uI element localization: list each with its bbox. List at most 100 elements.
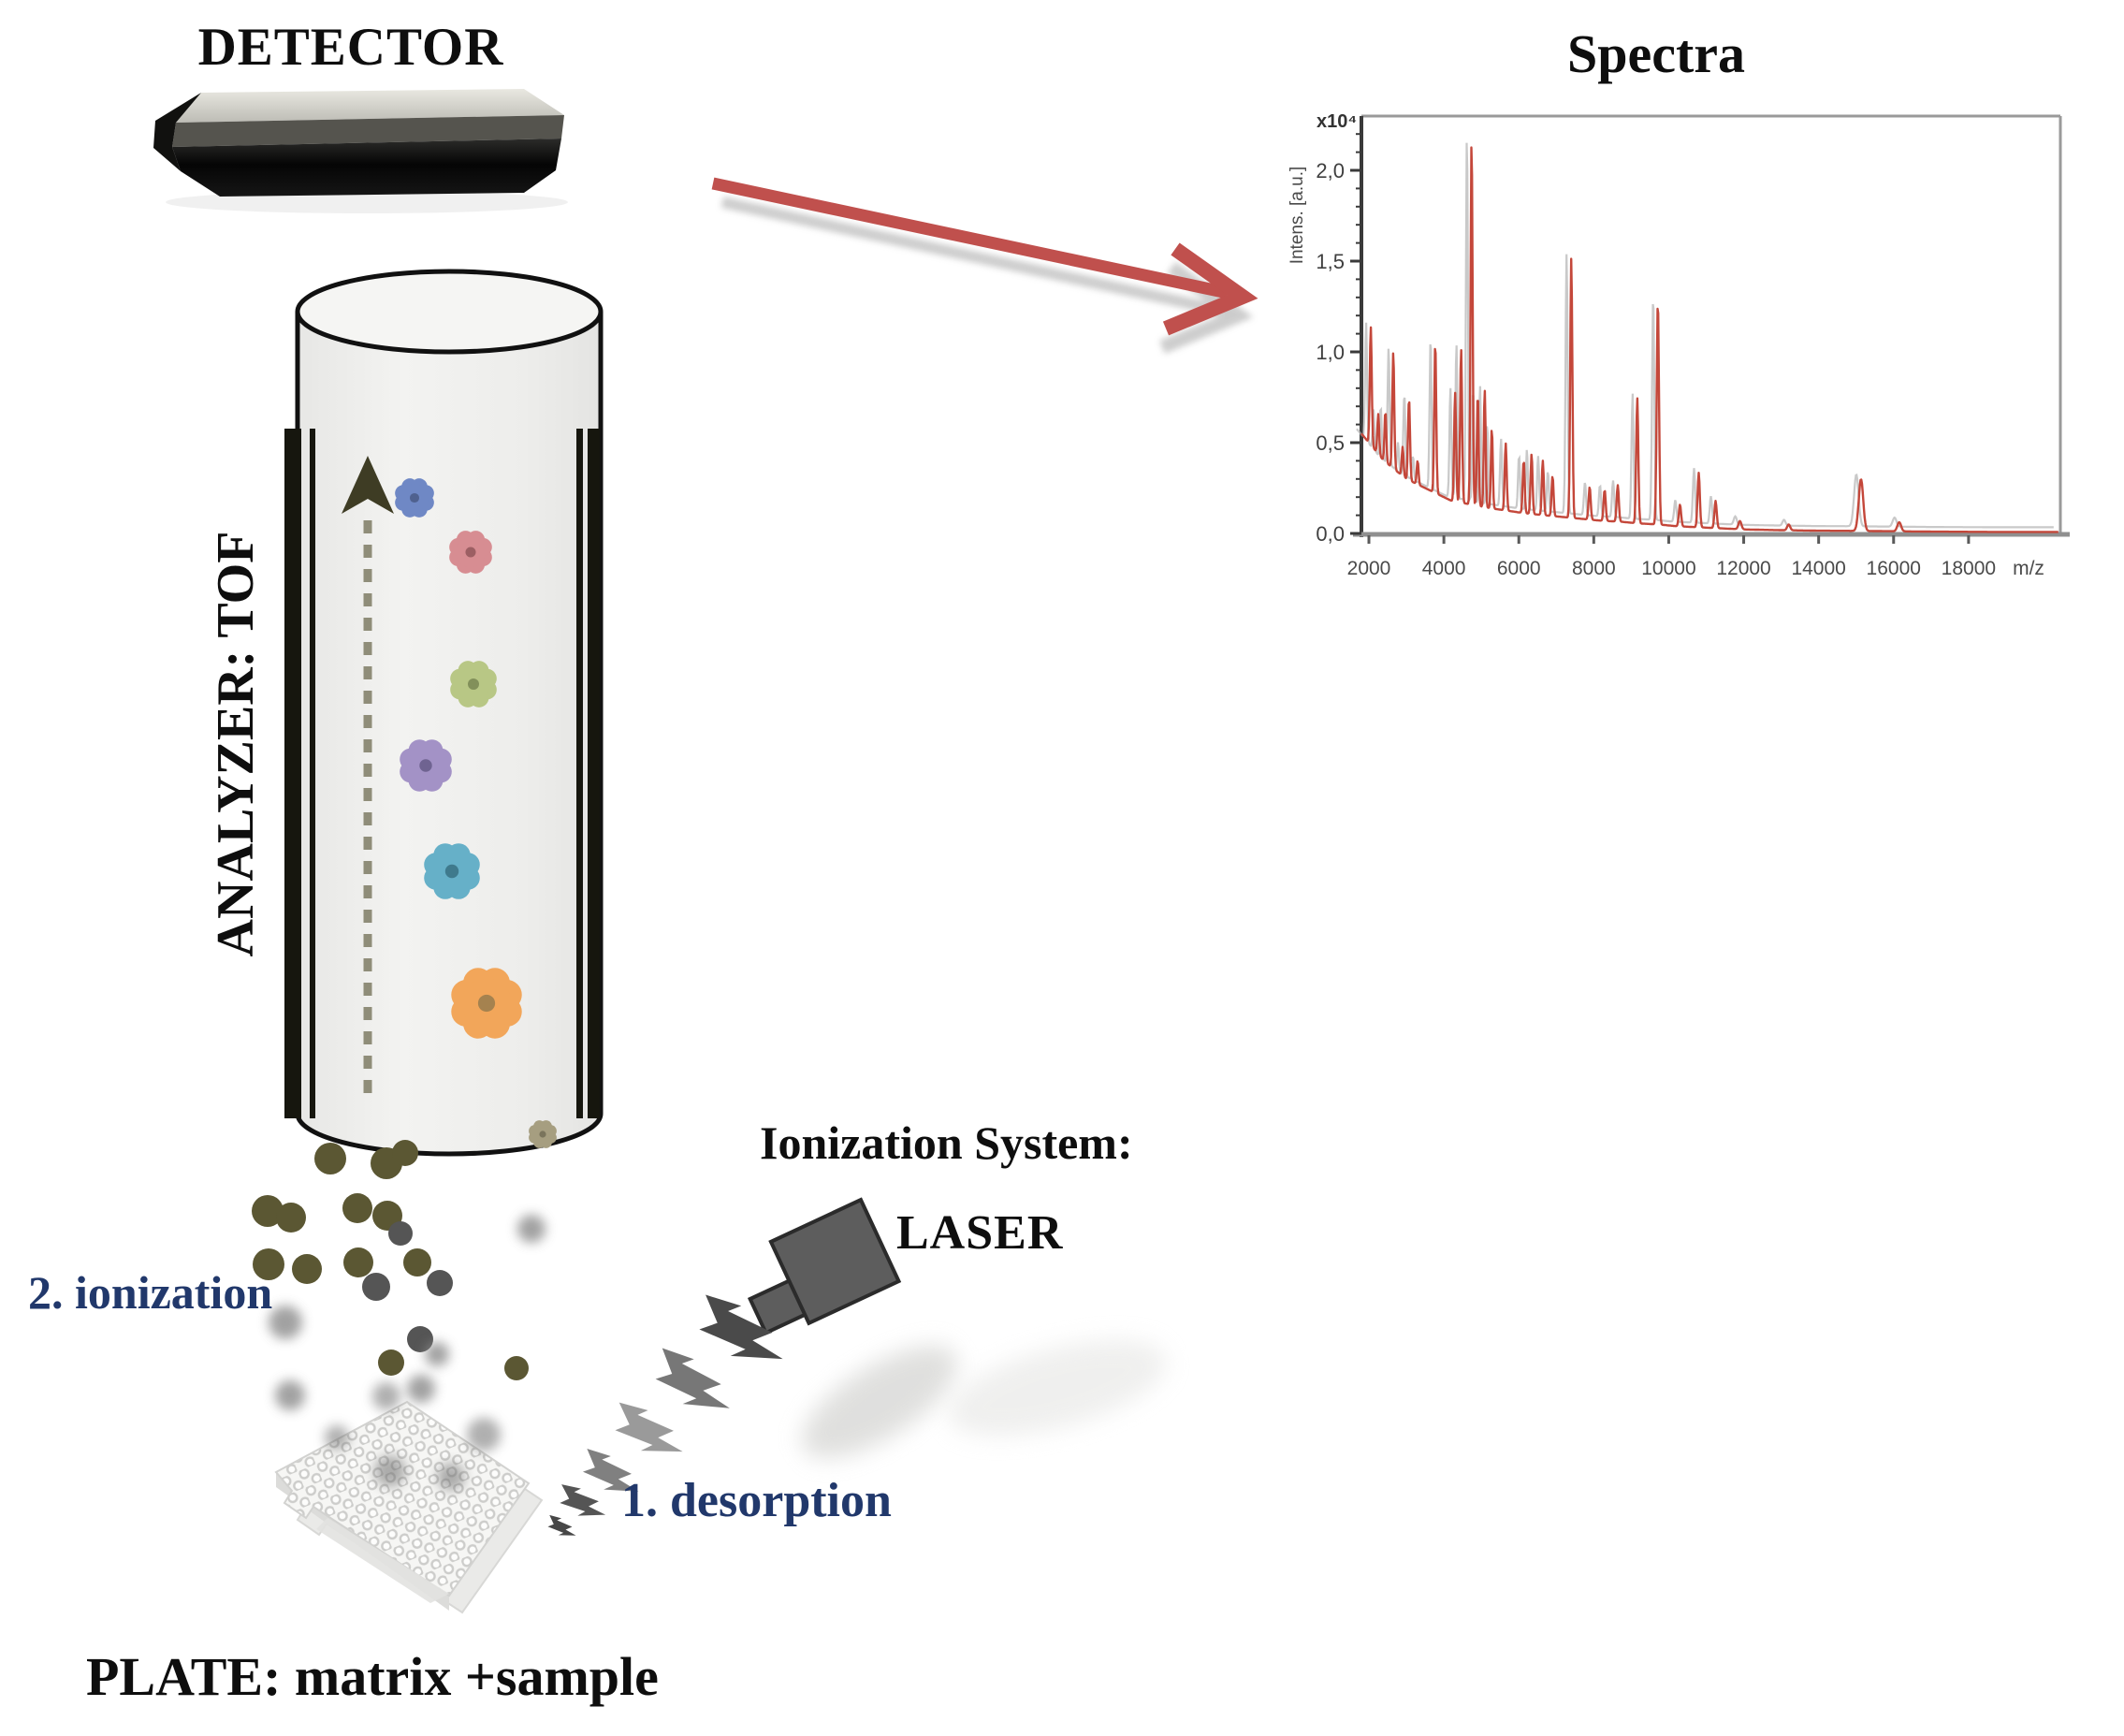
spectrum-ghost-trace <box>1356 142 2054 529</box>
arrow-head <box>1162 242 1258 336</box>
y-tick-label: 1,0 <box>1316 341 1345 364</box>
sample-spot <box>325 1425 349 1450</box>
star-core <box>409 492 420 503</box>
sample-spot <box>467 1418 501 1452</box>
detector-top-face <box>176 89 564 123</box>
ion-dot <box>388 1221 413 1246</box>
purple-analyte-star-icon <box>400 739 452 792</box>
sample-spot <box>372 1382 400 1410</box>
sample-spot <box>437 1463 465 1491</box>
electrode-bar-right <box>588 429 600 1118</box>
y-tick-label: 2,0 <box>1316 159 1345 182</box>
star-core <box>477 994 496 1013</box>
ion-dot <box>392 1140 418 1166</box>
electrode-line-right <box>576 429 583 1118</box>
sample-plate <box>274 1382 544 1614</box>
y-tick-label: 0,0 <box>1316 522 1345 546</box>
arrow-shaft <box>711 177 1229 299</box>
y-tick-label: 0,5 <box>1316 431 1345 455</box>
x-tick-label: 16000 <box>1867 558 1921 579</box>
spectra-chart: 0,0 0,5 1,0 1,5 2,0 2000 4000 6000 8000 10000 1200… <box>1287 111 2070 579</box>
laser-beam-bolt-icon <box>699 1294 783 1360</box>
spectrum-trace <box>1360 146 2059 533</box>
laser-label: LASER <box>896 1206 1064 1260</box>
step2-ionization-label: 2. ionization <box>28 1266 273 1319</box>
laser-beam-bolt-icon <box>547 1514 576 1536</box>
ion-dot <box>517 1215 546 1243</box>
x-tick-label: 2000 <box>1347 558 1391 579</box>
laser-beam-bolt-icon <box>582 1449 639 1492</box>
laser-soft-shadow <box>948 1339 1167 1437</box>
star-core <box>419 759 432 772</box>
laser-beam-bolt-icon <box>655 1348 730 1408</box>
ion-dot <box>407 1375 435 1403</box>
laser-beam-bolt-icon <box>615 1402 683 1452</box>
analyte-stars-group <box>395 478 557 1148</box>
y-tick-label: 1,5 <box>1316 250 1345 273</box>
detector-mid-face <box>172 115 564 147</box>
ion-dot <box>253 1248 284 1280</box>
y-axis-multiplier: x10⁴ <box>1317 111 1357 132</box>
detector-label: DETECTOR <box>197 18 504 77</box>
plate-label: PLATE: matrix +sample <box>86 1646 659 1707</box>
laser-beam <box>547 1294 783 1536</box>
ion-dot <box>292 1254 322 1284</box>
ion-dot <box>343 1247 373 1277</box>
sample-spot <box>374 1455 406 1487</box>
ion-dot <box>269 1306 302 1339</box>
flight-path-arrowhead-icon <box>342 456 394 514</box>
x-tick-label: 6000 <box>1497 558 1541 579</box>
beam-soft-shadow <box>801 1346 958 1458</box>
x-axis-unit-label: m/z <box>2013 558 2044 579</box>
pink-analyte-star-icon <box>449 531 492 574</box>
detector-to-spectra-arrow <box>711 177 1258 354</box>
ion-dot <box>314 1143 346 1174</box>
ion-dot <box>252 1195 284 1227</box>
ion-dot <box>342 1193 372 1223</box>
ion-dot <box>403 1248 431 1276</box>
x-tick-label: 4000 <box>1422 558 1466 579</box>
plate-bevel-strip <box>316 1518 449 1603</box>
x-tick-label: 14000 <box>1791 558 1845 579</box>
detector-graphic <box>153 89 568 213</box>
ion-dot <box>504 1356 529 1380</box>
tube-top-opening <box>295 269 604 355</box>
star-core <box>465 547 476 558</box>
x-tick-label: 8000 <box>1572 558 1616 579</box>
laser-beam-bolt-icon <box>560 1484 606 1516</box>
y-axis-label: Intens. [a.u.] <box>1287 167 1307 265</box>
step1-desorption-label: 1. desorption <box>621 1474 892 1527</box>
tube-body <box>295 312 604 1157</box>
x-tick-label: 12000 <box>1716 558 1770 579</box>
laser-body <box>768 1197 902 1326</box>
sample-spots-group <box>325 1382 501 1491</box>
ion-dot <box>275 1380 305 1410</box>
star-core <box>539 1131 546 1138</box>
blue-analyte-star-icon <box>395 478 434 518</box>
x-tick-label: 18000 <box>1942 558 1996 579</box>
detector-front-face <box>172 139 561 197</box>
orange-analyte-star-icon <box>451 968 522 1039</box>
star-core <box>444 864 459 879</box>
detector-shadow <box>166 191 568 213</box>
electrode-line-left <box>310 429 315 1118</box>
x-tick-label: 10000 <box>1641 558 1695 579</box>
detector-left-cap <box>153 93 201 171</box>
ion-dot <box>378 1349 404 1376</box>
green-analyte-star-icon <box>450 661 497 708</box>
electrode-bar-left <box>284 429 301 1118</box>
star-core <box>468 678 479 690</box>
ionization-system-label: Ionization System: <box>760 1116 1133 1169</box>
ion-dot <box>362 1273 390 1301</box>
ion-dot <box>427 1270 453 1296</box>
teal-analyte-star-icon <box>424 843 480 899</box>
ion-dots-group <box>252 1140 546 1410</box>
analyzer-tof-label: ANALYZER: TOF <box>207 531 265 957</box>
tof-tube <box>284 269 604 1157</box>
ion-dot <box>276 1203 306 1233</box>
laser-graphic <box>747 1197 902 1335</box>
ion-dot <box>407 1326 433 1352</box>
spectra-title: Spectra <box>1566 23 1746 84</box>
